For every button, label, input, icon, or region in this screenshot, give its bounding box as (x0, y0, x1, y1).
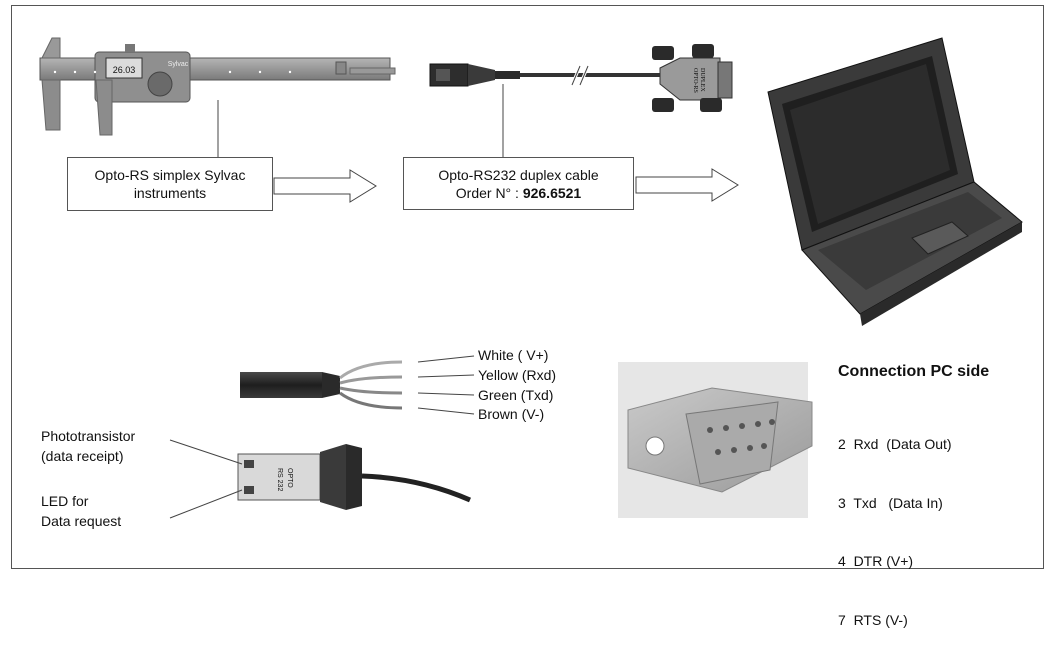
cable-box: Opto-RS232 duplex cable Order N° : 926.6… (403, 157, 634, 210)
cable-box-line1: Opto-RS232 duplex cable (438, 167, 599, 183)
wire-label-white: White ( V+) (478, 347, 549, 363)
arrow-to-cable (273, 169, 377, 203)
order-prefix: Order N° : (455, 185, 523, 201)
wire-label-brown: Brown (V-) (478, 406, 545, 422)
opto-plug-image (237, 444, 472, 510)
cable-box-order: Order N° : 926.6521 (404, 184, 633, 202)
wire-cable-image (240, 360, 403, 410)
pin-3-label: 3 Txd (Data In) (838, 494, 943, 511)
instruments-box: Opto-RS simplex Sylvac instruments (67, 157, 273, 211)
order-number: 926.6521 (522, 185, 582, 201)
db9-connector-image (618, 362, 813, 518)
phototransistor-label-line1: Phototransistor (41, 428, 136, 444)
plug-print-line1: OPTO (286, 468, 293, 488)
led-label-line2: Data request (41, 513, 122, 529)
plug-print-line2: RS 232 (276, 468, 283, 491)
pin-2-label: 2 Rxd (Data Out) (838, 436, 952, 452)
wire-leader-lines (417, 355, 475, 415)
wire-label-yellow: Yellow (Rxd) (478, 367, 557, 383)
connector-print-line2: DUPLEX (699, 68, 705, 92)
pin-7-label: 7 RTS (V-) (838, 611, 908, 628)
instruments-box-line2: instruments (133, 185, 207, 201)
phototransistor-leader-line (169, 439, 243, 465)
phototransistor-label: Phototransistor (data receipt) (41, 426, 135, 466)
led-leader-line (169, 489, 243, 519)
illustrations: 26.03 Sylvac OPTO-RS DUPLEX (39, 37, 1023, 519)
pc-side-title: Connection PC side (838, 363, 990, 380)
instruments-box-line1: Opto-RS simplex Sylvac (94, 167, 246, 183)
phototransistor-label-line2: (data receipt) (41, 448, 124, 464)
caliper-display-text: 26.03 (113, 65, 136, 75)
wire-label-green: Green (Txd) (478, 387, 554, 403)
pin-4-label: 4 DTR (V+) (838, 553, 914, 569)
duplex-cable-image (429, 44, 733, 112)
arrow-to-laptop (635, 168, 739, 202)
caliper-brand-text: Sylvac (168, 61, 189, 68)
caliper-image (39, 37, 396, 136)
connector-print-line1: OPTO-RS (692, 68, 698, 93)
pc-side-pin-list: 2 Rxd (Data Out) 3 Txd (Data In) 4 DTR (… (838, 396, 952, 650)
led-label: LED for Data request (41, 491, 121, 531)
led-label-line1: LED for (41, 493, 89, 509)
diagram-frame (11, 5, 1044, 569)
laptop-image (767, 37, 1023, 326)
